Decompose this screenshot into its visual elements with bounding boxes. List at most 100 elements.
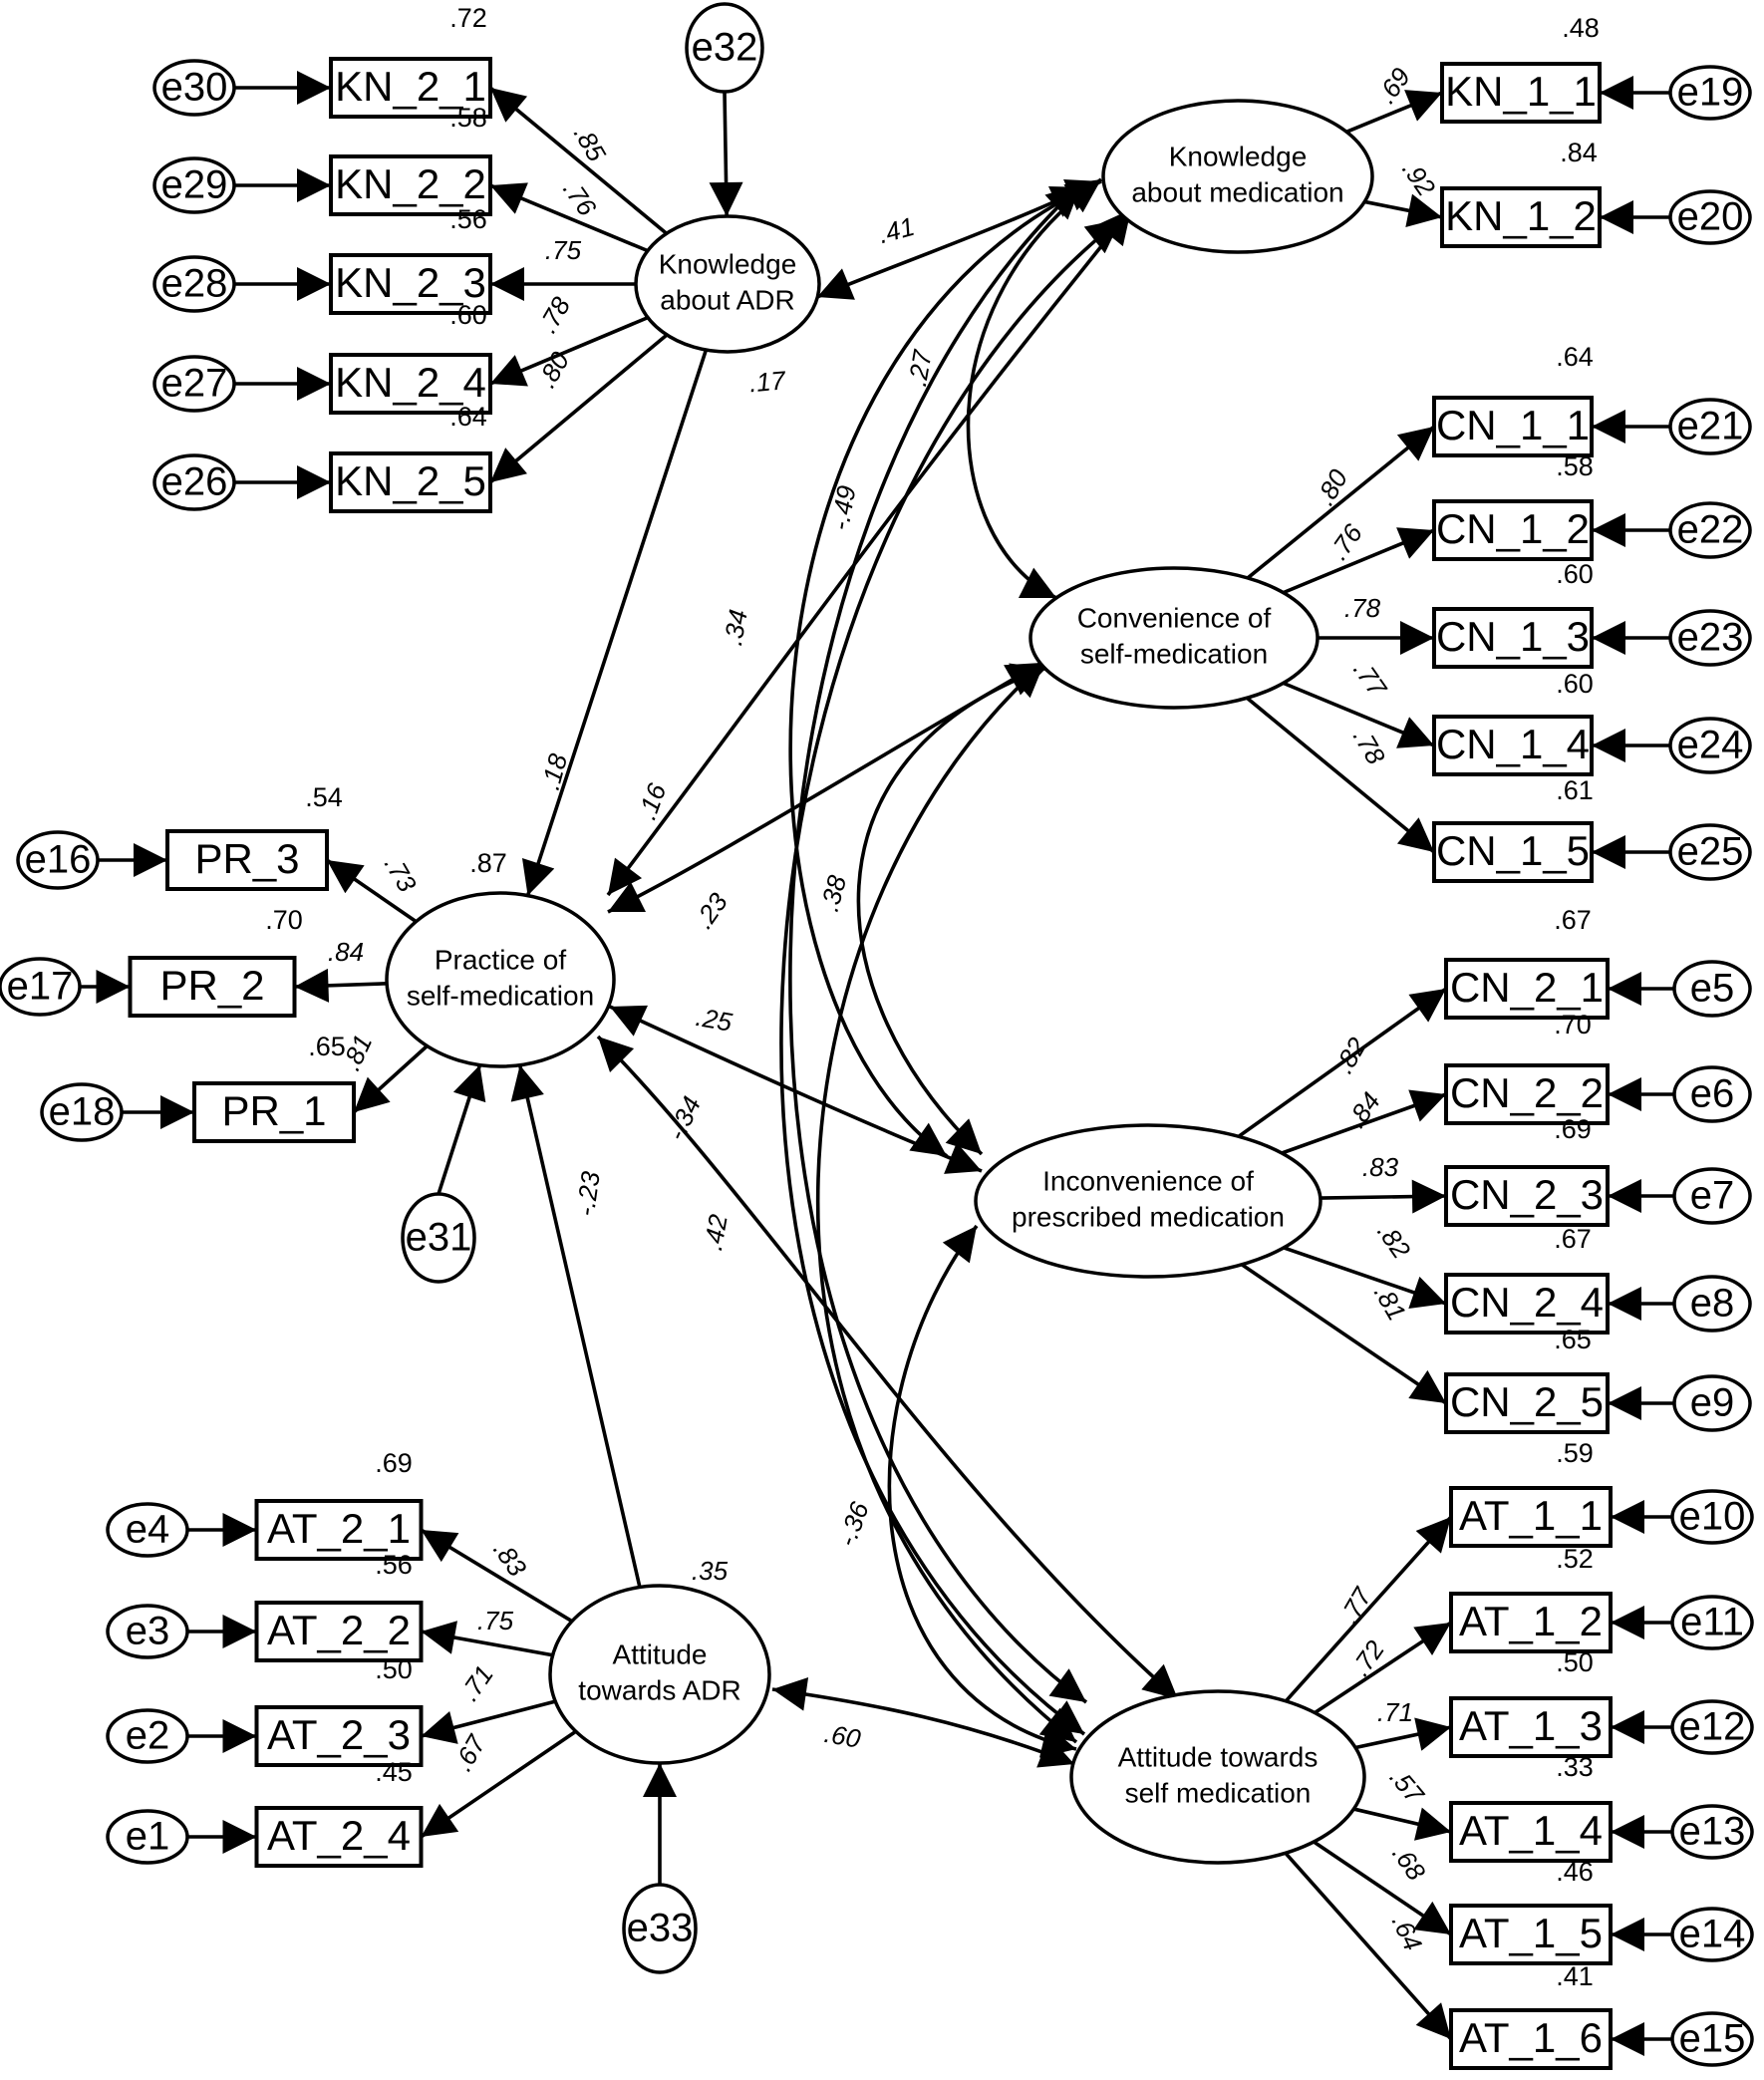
error-label: e2 <box>126 1714 170 1758</box>
error-label: e27 <box>161 362 228 406</box>
error-term <box>1668 717 1752 774</box>
error-label: e25 <box>1677 830 1744 874</box>
error-term <box>106 1604 189 1659</box>
latent-ka <box>634 214 821 354</box>
error-term <box>152 156 236 214</box>
latent-label: self-medication <box>1080 638 1268 669</box>
indicator-label: PR_2 <box>159 962 264 1009</box>
covariance-coefficient: .42 <box>698 1212 734 1253</box>
indicator-label: KN_2_3 <box>335 259 486 306</box>
r-squared: .65 <box>308 1032 346 1061</box>
covariance-curve-ka-as <box>788 182 1088 1704</box>
error-term <box>1668 823 1752 881</box>
disturbance-arrow <box>437 1064 486 1195</box>
r-squared: .48 <box>1562 13 1600 43</box>
indicator-box <box>1444 1372 1610 1434</box>
factor-loading: .83 <box>1362 1152 1399 1182</box>
r-squared: .67 <box>1554 1224 1592 1254</box>
error-term <box>1670 1699 1754 1755</box>
factor-loading: .71 <box>1377 1697 1413 1727</box>
factor-loading: .78 <box>1347 724 1391 770</box>
covariance-curve-km-as <box>779 217 1123 1736</box>
r-squared: .69 <box>375 1448 413 1478</box>
error-label: e12 <box>1679 1705 1746 1749</box>
indicator-box <box>329 353 492 415</box>
error-label: e3 <box>126 1610 170 1653</box>
covariance-coefficient: .38 <box>814 872 852 915</box>
loading-arrow <box>420 1528 573 1624</box>
indicator-label: AT_1_4 <box>1459 1807 1603 1854</box>
factor-loading: .57 <box>1384 1762 1431 1810</box>
indicator-box <box>1449 1696 1613 1758</box>
disturbance-label: e33 <box>627 1907 694 1950</box>
error-label: e16 <box>25 838 92 882</box>
indicator-box <box>329 154 492 216</box>
indicator-box <box>1432 821 1594 883</box>
loading-arrow <box>1282 527 1435 595</box>
error-term <box>1668 189 1752 245</box>
latent-label: self-medication <box>407 980 594 1011</box>
indicator-label: KN_2_1 <box>335 63 486 110</box>
covariance-curve-as-ps <box>596 1035 1180 1701</box>
error-label: e18 <box>49 1090 116 1134</box>
covariance-coefficient: .23 <box>689 887 735 934</box>
indicator-label: AT_1_3 <box>1459 1702 1603 1749</box>
error-term <box>1672 1275 1752 1333</box>
factor-loading: .73 <box>379 851 423 898</box>
indicator-label: CN_2_2 <box>1450 1069 1604 1116</box>
latent-label: prescribed medication <box>1012 1201 1285 1232</box>
error-term <box>1670 1804 1754 1860</box>
factor-loading: .82 <box>1328 1032 1372 1078</box>
r-squared: .54 <box>305 782 343 812</box>
error-label: e23 <box>1677 616 1744 660</box>
factor-loading: .80 <box>1310 463 1353 510</box>
latent-label: about ADR <box>660 284 794 315</box>
factor-loading: .75 <box>477 1606 514 1635</box>
r-squared: .60 <box>1556 559 1594 589</box>
loading-arrow <box>1320 1179 1447 1214</box>
r-squared: .60 <box>1556 669 1594 699</box>
r-squared: .33 <box>1556 1752 1594 1782</box>
covariance-coefficient: .17 <box>747 365 787 398</box>
loading-arrow <box>325 858 418 924</box>
loading-arrow <box>1313 1840 1453 1936</box>
factor-loading: .71 <box>454 1659 499 1706</box>
error-term <box>1668 398 1752 455</box>
error-term <box>16 830 100 890</box>
r-squared: .56 <box>375 1550 413 1580</box>
regression-path-ka-ps <box>521 349 709 897</box>
error-label: e7 <box>1690 1174 1735 1218</box>
error-term <box>152 59 236 117</box>
latent-label: self medication <box>1125 1777 1312 1808</box>
error-term <box>1672 1167 1752 1225</box>
indicator-label: CN_1_2 <box>1436 505 1590 552</box>
factor-loading: .81 <box>1368 1280 1412 1326</box>
error-label: e26 <box>161 460 228 504</box>
error-term <box>1672 1065 1752 1123</box>
r-squared: .50 <box>375 1654 413 1684</box>
error-label: e17 <box>7 965 74 1009</box>
indicator-box <box>1432 715 1594 776</box>
r-squared: .41 <box>1556 1961 1594 1991</box>
indicator-label: CN_2_4 <box>1450 1279 1604 1326</box>
error-term <box>152 255 236 313</box>
factor-loading: .78 <box>1344 593 1381 623</box>
error-term <box>1668 609 1752 667</box>
latent-as <box>1069 1689 1366 1865</box>
error-term <box>1668 65 1752 121</box>
latent-label: Inconvenience of <box>1042 1165 1254 1196</box>
factor-loading: .69 <box>1371 62 1416 109</box>
loading-arrow <box>352 1044 429 1114</box>
edges-layer <box>80 71 1674 2056</box>
error-term <box>40 1082 124 1142</box>
indicator-label: AT_1_6 <box>1459 2014 1603 2061</box>
loading-arrow <box>1284 1515 1453 1703</box>
error-label: e29 <box>161 163 228 207</box>
latent-label: Practice of <box>435 944 566 975</box>
error-label: e19 <box>1677 71 1744 115</box>
indicator-label: KN_2_4 <box>335 359 486 406</box>
indicator-box <box>254 1601 424 1662</box>
r-squared: .69 <box>1554 1114 1592 1144</box>
r-squared: .67 <box>1554 905 1592 935</box>
